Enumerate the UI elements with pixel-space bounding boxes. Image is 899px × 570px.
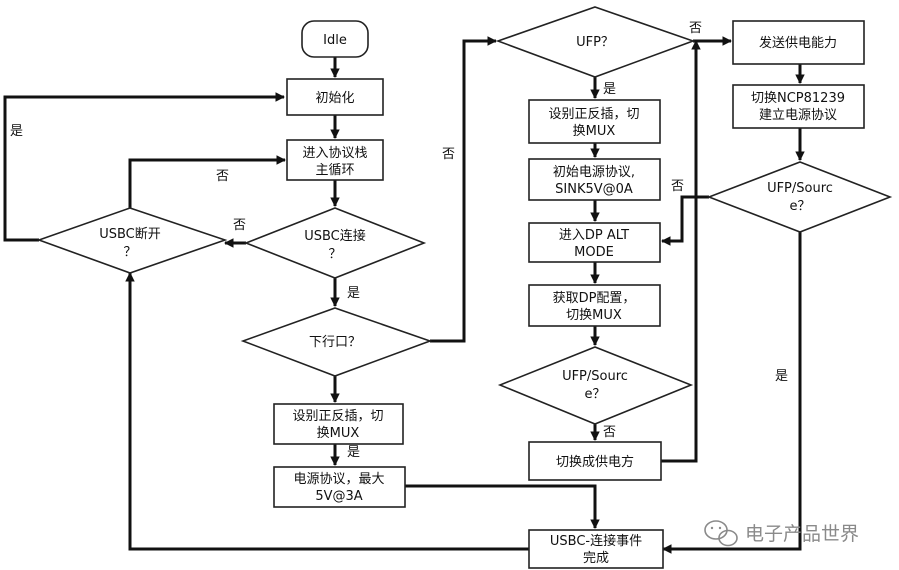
node-ufp-top: UFP？ (495, 6, 696, 78)
node-enter-dp-line2: MODE (574, 245, 614, 260)
label-yes-disconnected-init: 是 (10, 124, 23, 139)
edge-ufpsource-yes-done (662, 232, 802, 554)
label-yes-dfp-setorient: 是 (347, 445, 360, 460)
node-idle: Idle (301, 20, 369, 58)
watermark-text: 电子产品世界 (745, 523, 859, 545)
label-no-ufp-sendcap: 否 (689, 21, 702, 36)
node-usbc-disconnected-line1: USBC断开 (99, 227, 161, 242)
label-no-ufpsource-switch: 否 (603, 425, 616, 440)
label-no-dfp-ufp: 否 (442, 147, 455, 162)
node-power-proto-left-line1: 电源协议，最大 (293, 472, 384, 487)
label-no-disconnected-mainloop: 否 (216, 169, 229, 184)
node-usbc-connected: USBC连接 ？ (243, 207, 427, 279)
node-set-orient-mid: 设别正反插，切 换MUX (528, 99, 661, 144)
node-main-loop-line2: 主循环 (315, 163, 354, 178)
node-ufp-source-mid-line2: e？ (585, 387, 606, 402)
label-yes-ufp-setorient: 是 (603, 82, 616, 97)
node-get-dp-config-line2: 切换MUX (566, 308, 622, 323)
node-set-orient-mid-line1: 设别正反插，切 (548, 107, 639, 122)
node-ufp-source-right-line2: e？ (790, 199, 811, 214)
node-enter-dp-line1: 进入DP ALT (559, 228, 629, 243)
node-usbc-disconnected-line2: ？ (123, 245, 136, 260)
watermark: 电子产品世界 (704, 520, 859, 547)
label-no-connected-disconnected: 否 (233, 218, 246, 233)
wechat-icon (704, 520, 738, 547)
node-set-orient-left: 设别正反插，切 换MUX (273, 403, 404, 445)
edge-labels: 是 否 否 是 是 否 是 否 否 否 是 (10, 21, 788, 460)
edge-disconnected-yes-init (3, 92, 285, 242)
node-main-loop-line1: 进入协议栈 (302, 146, 367, 161)
node-get-dp-config: 获取DP配置， 切换MUX (528, 284, 661, 327)
node-switch-ncp: 切换NCP81239 建立电源协议 (732, 84, 865, 129)
node-dfp-port-label: 下行口？ (309, 335, 361, 350)
node-set-orient-left-line2: 换MUX (317, 426, 360, 441)
node-switch-to-source-label: 切换成供电方 (556, 454, 634, 470)
node-switch-ncp-line1: 切换NCP81239 (751, 91, 845, 106)
node-set-orient-mid-line2: 换MUX (573, 124, 616, 139)
node-send-power-cap-label: 发送供电能力 (759, 35, 837, 51)
node-ufp-source-mid-line1: UFP/Sourc (562, 369, 628, 384)
node-power-proto-left-line2: 5V@3A (315, 489, 362, 504)
label-no-ufpsource-enterdp: 否 (671, 179, 684, 194)
edge-done-disconnected (125, 272, 529, 551)
edge-switch-sendcap (661, 40, 701, 463)
node-send-power-cap: 发送供电能力 (732, 20, 865, 65)
node-init-power-proto-line2: SINK5V@0A (555, 182, 633, 197)
node-usbc-disconnected: USBC断开 ？ (36, 207, 228, 274)
node-get-dp-config-line1: 获取DP配置， (553, 291, 636, 306)
edge-dfp-no-ufp (430, 36, 497, 343)
label-yes-connected-dfp: 是 (347, 286, 360, 301)
node-dfp-port: 下行口？ (240, 307, 433, 377)
label-yes-ufpsource-done: 是 (775, 369, 788, 384)
edge-disconnected-no-mainloop (128, 155, 286, 208)
node-init-power-proto-line1: 初始电源协议, (553, 165, 635, 180)
node-switch-ncp-line2: 建立电源协议 (759, 108, 837, 123)
node-ufp-source-right-line1: UFP/Sourc (767, 181, 833, 196)
node-init: 初始化 (286, 78, 384, 116)
node-usbc-event-done-line1: USBC-连接事件 (550, 533, 642, 549)
node-ufp-source-right: UFP/Sourc e？ (706, 161, 893, 233)
node-ufp-top-label: UFP？ (576, 35, 614, 50)
node-power-proto-left: 电源协议，最大 5V@3A (273, 466, 406, 508)
node-enter-dp: 进入DP ALT MODE (528, 222, 661, 263)
node-main-loop: 进入协议栈 主循环 (286, 139, 384, 181)
node-ufp-source-mid: UFP/Sourc e？ (497, 346, 694, 425)
node-usbc-event-done-line2: 完成 (583, 551, 609, 566)
node-idle-label: Idle (323, 33, 347, 48)
connectors (3, 36, 805, 554)
node-usbc-connected-line1: USBC连接 (304, 228, 366, 244)
edge-power-done (405, 484, 600, 529)
node-usbc-connected-line2: ？ (328, 247, 341, 262)
node-switch-to-source: 切换成供电方 (528, 441, 662, 481)
node-init-label: 初始化 (315, 91, 354, 106)
node-set-orient-left-line1: 设别正反插，切 (292, 409, 383, 424)
node-usbc-event-done: USBC-连接事件 完成 (528, 529, 664, 569)
edge-ufpsource-no-enterdp (661, 195, 709, 246)
node-init-power-proto: 初始电源协议, SINK5V@0A (528, 158, 661, 201)
